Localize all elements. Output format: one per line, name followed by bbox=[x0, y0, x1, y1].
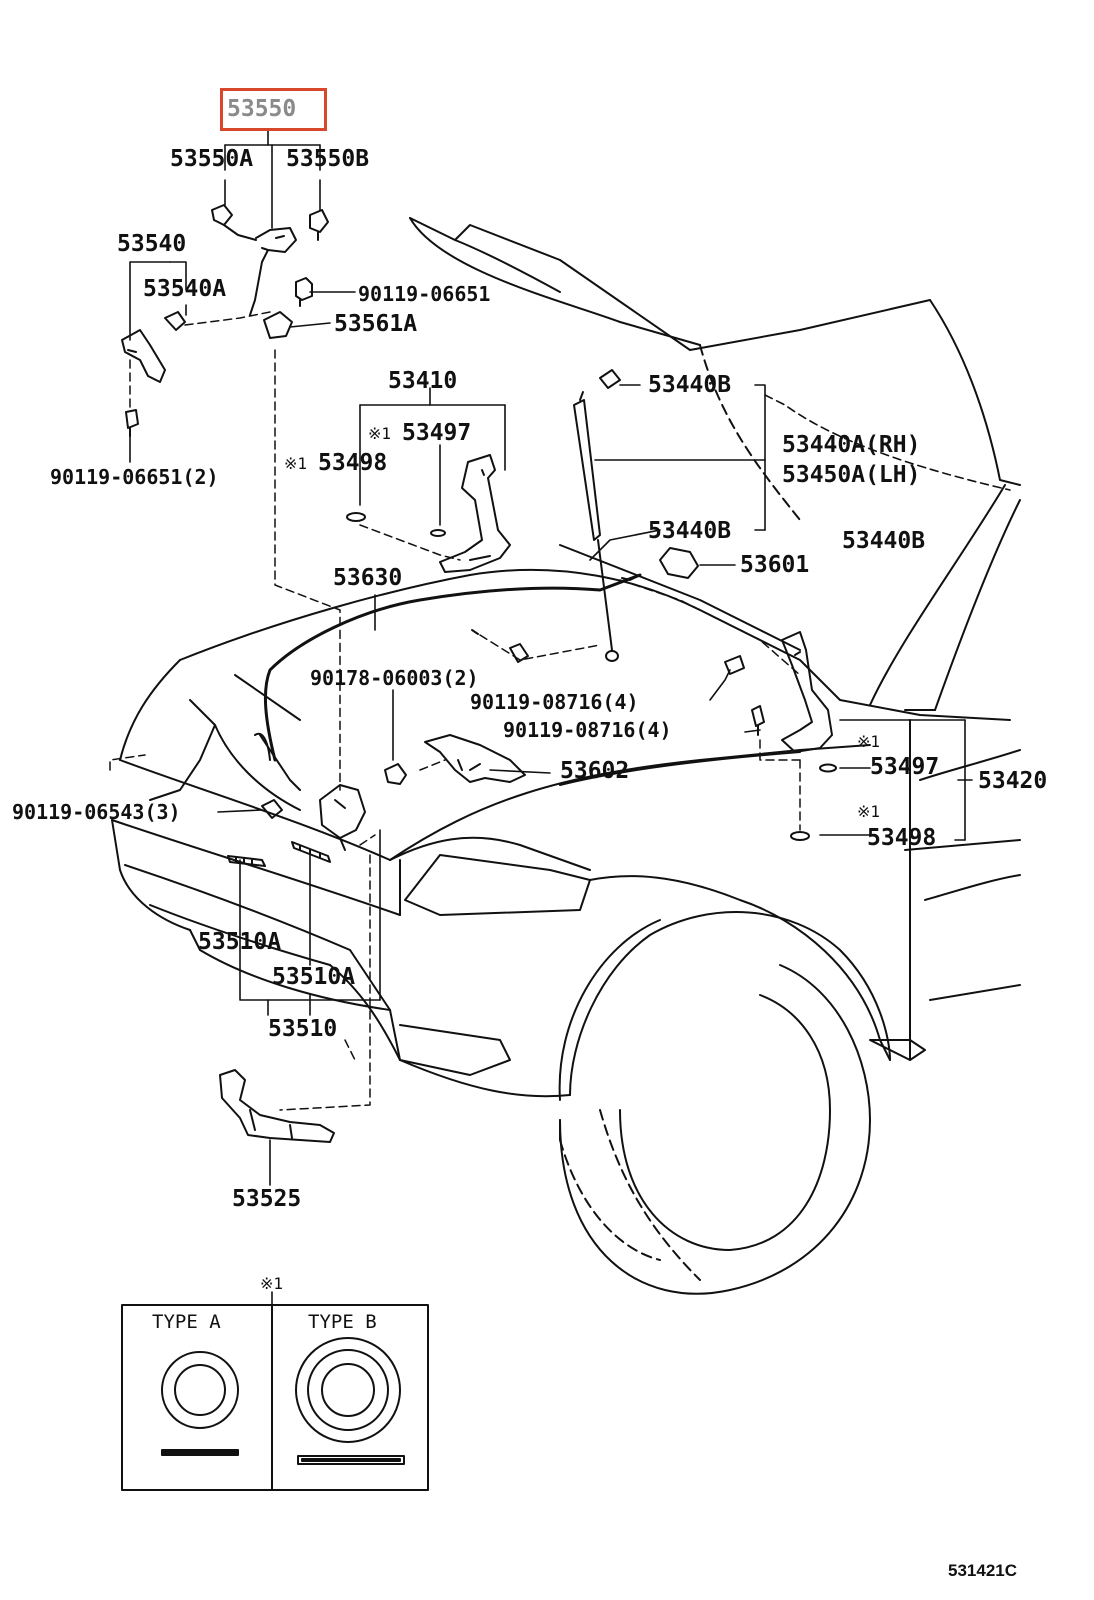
part-label-53630[interactable]: 53630 bbox=[333, 565, 403, 591]
part-label-90119-06651-2[interactable]: 90119-06651(2) bbox=[50, 465, 219, 489]
vehicle-outline bbox=[111, 217, 1021, 1295]
assembly-guides bbox=[109, 311, 801, 1111]
release-cable bbox=[254, 573, 642, 791]
hood-support-strut bbox=[573, 369, 621, 662]
legend-note-mark: ※1 bbox=[260, 1274, 284, 1293]
part-label-53510[interactable]: 53510 bbox=[268, 1016, 338, 1042]
part-label-53525[interactable]: 53525 bbox=[232, 1186, 302, 1212]
part-label-53540[interactable]: 53540 bbox=[117, 231, 187, 257]
lock-control-lever bbox=[249, 227, 297, 316]
note-mark-3: ※1 bbox=[857, 732, 881, 751]
part-label-53410[interactable]: 53410 bbox=[388, 368, 458, 394]
bolt-90119-08716-b bbox=[751, 705, 765, 736]
part-label-90119-06543[interactable]: 90119-06543(3) bbox=[12, 800, 181, 824]
bolt-90119-06651 bbox=[295, 277, 313, 307]
leader-lines bbox=[129, 129, 1011, 1186]
clip-90178-06003 bbox=[384, 763, 407, 785]
highlighted-part-box[interactable] bbox=[220, 88, 327, 131]
part-label-53440B-right[interactable]: 53440B bbox=[842, 528, 926, 554]
support-53602 bbox=[424, 734, 526, 783]
part-label-53440B-mid[interactable]: 53440B bbox=[648, 518, 732, 544]
bracket-53540 bbox=[121, 311, 186, 383]
figure-code: 531421C bbox=[948, 1561, 1018, 1580]
part-label-53440A-rh[interactable]: 53440A(RH) bbox=[782, 432, 921, 458]
seal-53510A-right bbox=[291, 841, 331, 863]
seal-53510A-left bbox=[227, 855, 266, 867]
part-label-53497-top[interactable]: 53497 bbox=[402, 420, 472, 446]
lever-clip-b bbox=[309, 209, 329, 241]
part-label-53497-right[interactable]: 53497 bbox=[870, 754, 940, 780]
type-a-washer-illustration bbox=[161, 1351, 239, 1456]
note-mark-4: ※1 bbox=[857, 802, 881, 821]
bolt-90119-08716-a bbox=[724, 655, 745, 675]
part-label-53550B[interactable]: 53550B bbox=[286, 146, 370, 172]
bolt-90119-06651-lower bbox=[125, 409, 139, 437]
part-label-53602[interactable]: 53602 bbox=[560, 758, 630, 784]
pad-53561A bbox=[263, 311, 293, 339]
washer-53497-right bbox=[819, 763, 837, 773]
type-b-washer-illustration bbox=[295, 1337, 405, 1465]
part-label-90178-06003[interactable]: 90178-06003(2) bbox=[310, 666, 479, 690]
part-label-53561A[interactable]: 53561A bbox=[334, 311, 418, 337]
bracket-53525 bbox=[219, 1069, 335, 1143]
legend-type-b: TYPE B bbox=[308, 1311, 377, 1333]
lever-clip-a bbox=[211, 204, 257, 241]
part-label-53540A[interactable]: 53540A bbox=[143, 276, 227, 302]
part-label-53510A-b[interactable]: 53510A bbox=[272, 964, 356, 990]
part-label-53510A-a[interactable]: 53510A bbox=[198, 929, 282, 955]
part-label-53498-top[interactable]: 53498 bbox=[318, 450, 388, 476]
hood-lock-assembly bbox=[261, 784, 366, 851]
washer-53498-right bbox=[790, 831, 810, 841]
hinge-lh-53410 bbox=[439, 454, 511, 573]
part-label-90119-08716-b[interactable]: 90119-08716(4) bbox=[503, 718, 672, 742]
part-label-53601[interactable]: 53601 bbox=[740, 552, 810, 578]
part-label-53450A-lh[interactable]: 53450A(LH) bbox=[782, 462, 921, 488]
note-mark-2: ※1 bbox=[284, 454, 308, 473]
hinge-rh-53420 bbox=[781, 631, 833, 753]
part-label-53498-right[interactable]: 53498 bbox=[867, 825, 937, 851]
strut-ball-lower bbox=[471, 629, 529, 663]
washer-type-legend bbox=[121, 1291, 429, 1491]
legend-type-a: TYPE A bbox=[152, 1311, 221, 1333]
washer-53497-top bbox=[430, 529, 446, 537]
part-label-90119-06651[interactable]: 90119-06651 bbox=[358, 282, 491, 306]
part-label-53420[interactable]: 53420 bbox=[978, 768, 1048, 794]
cushion-53601 bbox=[621, 547, 699, 581]
part-label-53550A[interactable]: 53550A bbox=[170, 146, 254, 172]
part-label-53550[interactable]: 53550 bbox=[227, 96, 297, 122]
note-mark-1: ※1 bbox=[368, 424, 392, 443]
part-label-53440B-top[interactable]: 53440B bbox=[648, 372, 732, 398]
part-label-90119-08716-a[interactable]: 90119-08716(4) bbox=[470, 690, 639, 714]
washer-53498-top bbox=[346, 512, 366, 522]
